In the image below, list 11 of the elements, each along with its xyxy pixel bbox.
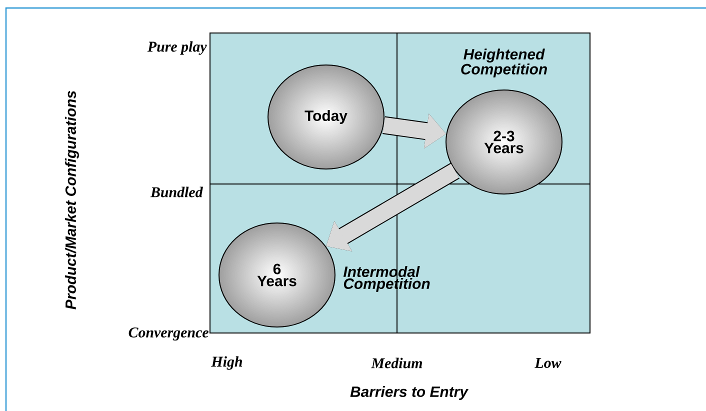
axis-label: Medium: [371, 358, 422, 368]
axis-label: High: [211, 356, 242, 370]
sphere: 2-3 Years: [446, 90, 562, 194]
sphere: Today: [268, 64, 384, 170]
axis-label: Low: [534, 358, 562, 368]
axis-title: Product/Market Configurations: [65, 90, 79, 310]
sphere: 6 Years: [218, 222, 336, 328]
axis-label: Pure play: [147, 41, 207, 55]
axis-label: Bundled: [150, 186, 203, 198]
axis-title: Barriers to Entry: [350, 386, 469, 400]
axis-label: Convergence: [128, 327, 208, 341]
